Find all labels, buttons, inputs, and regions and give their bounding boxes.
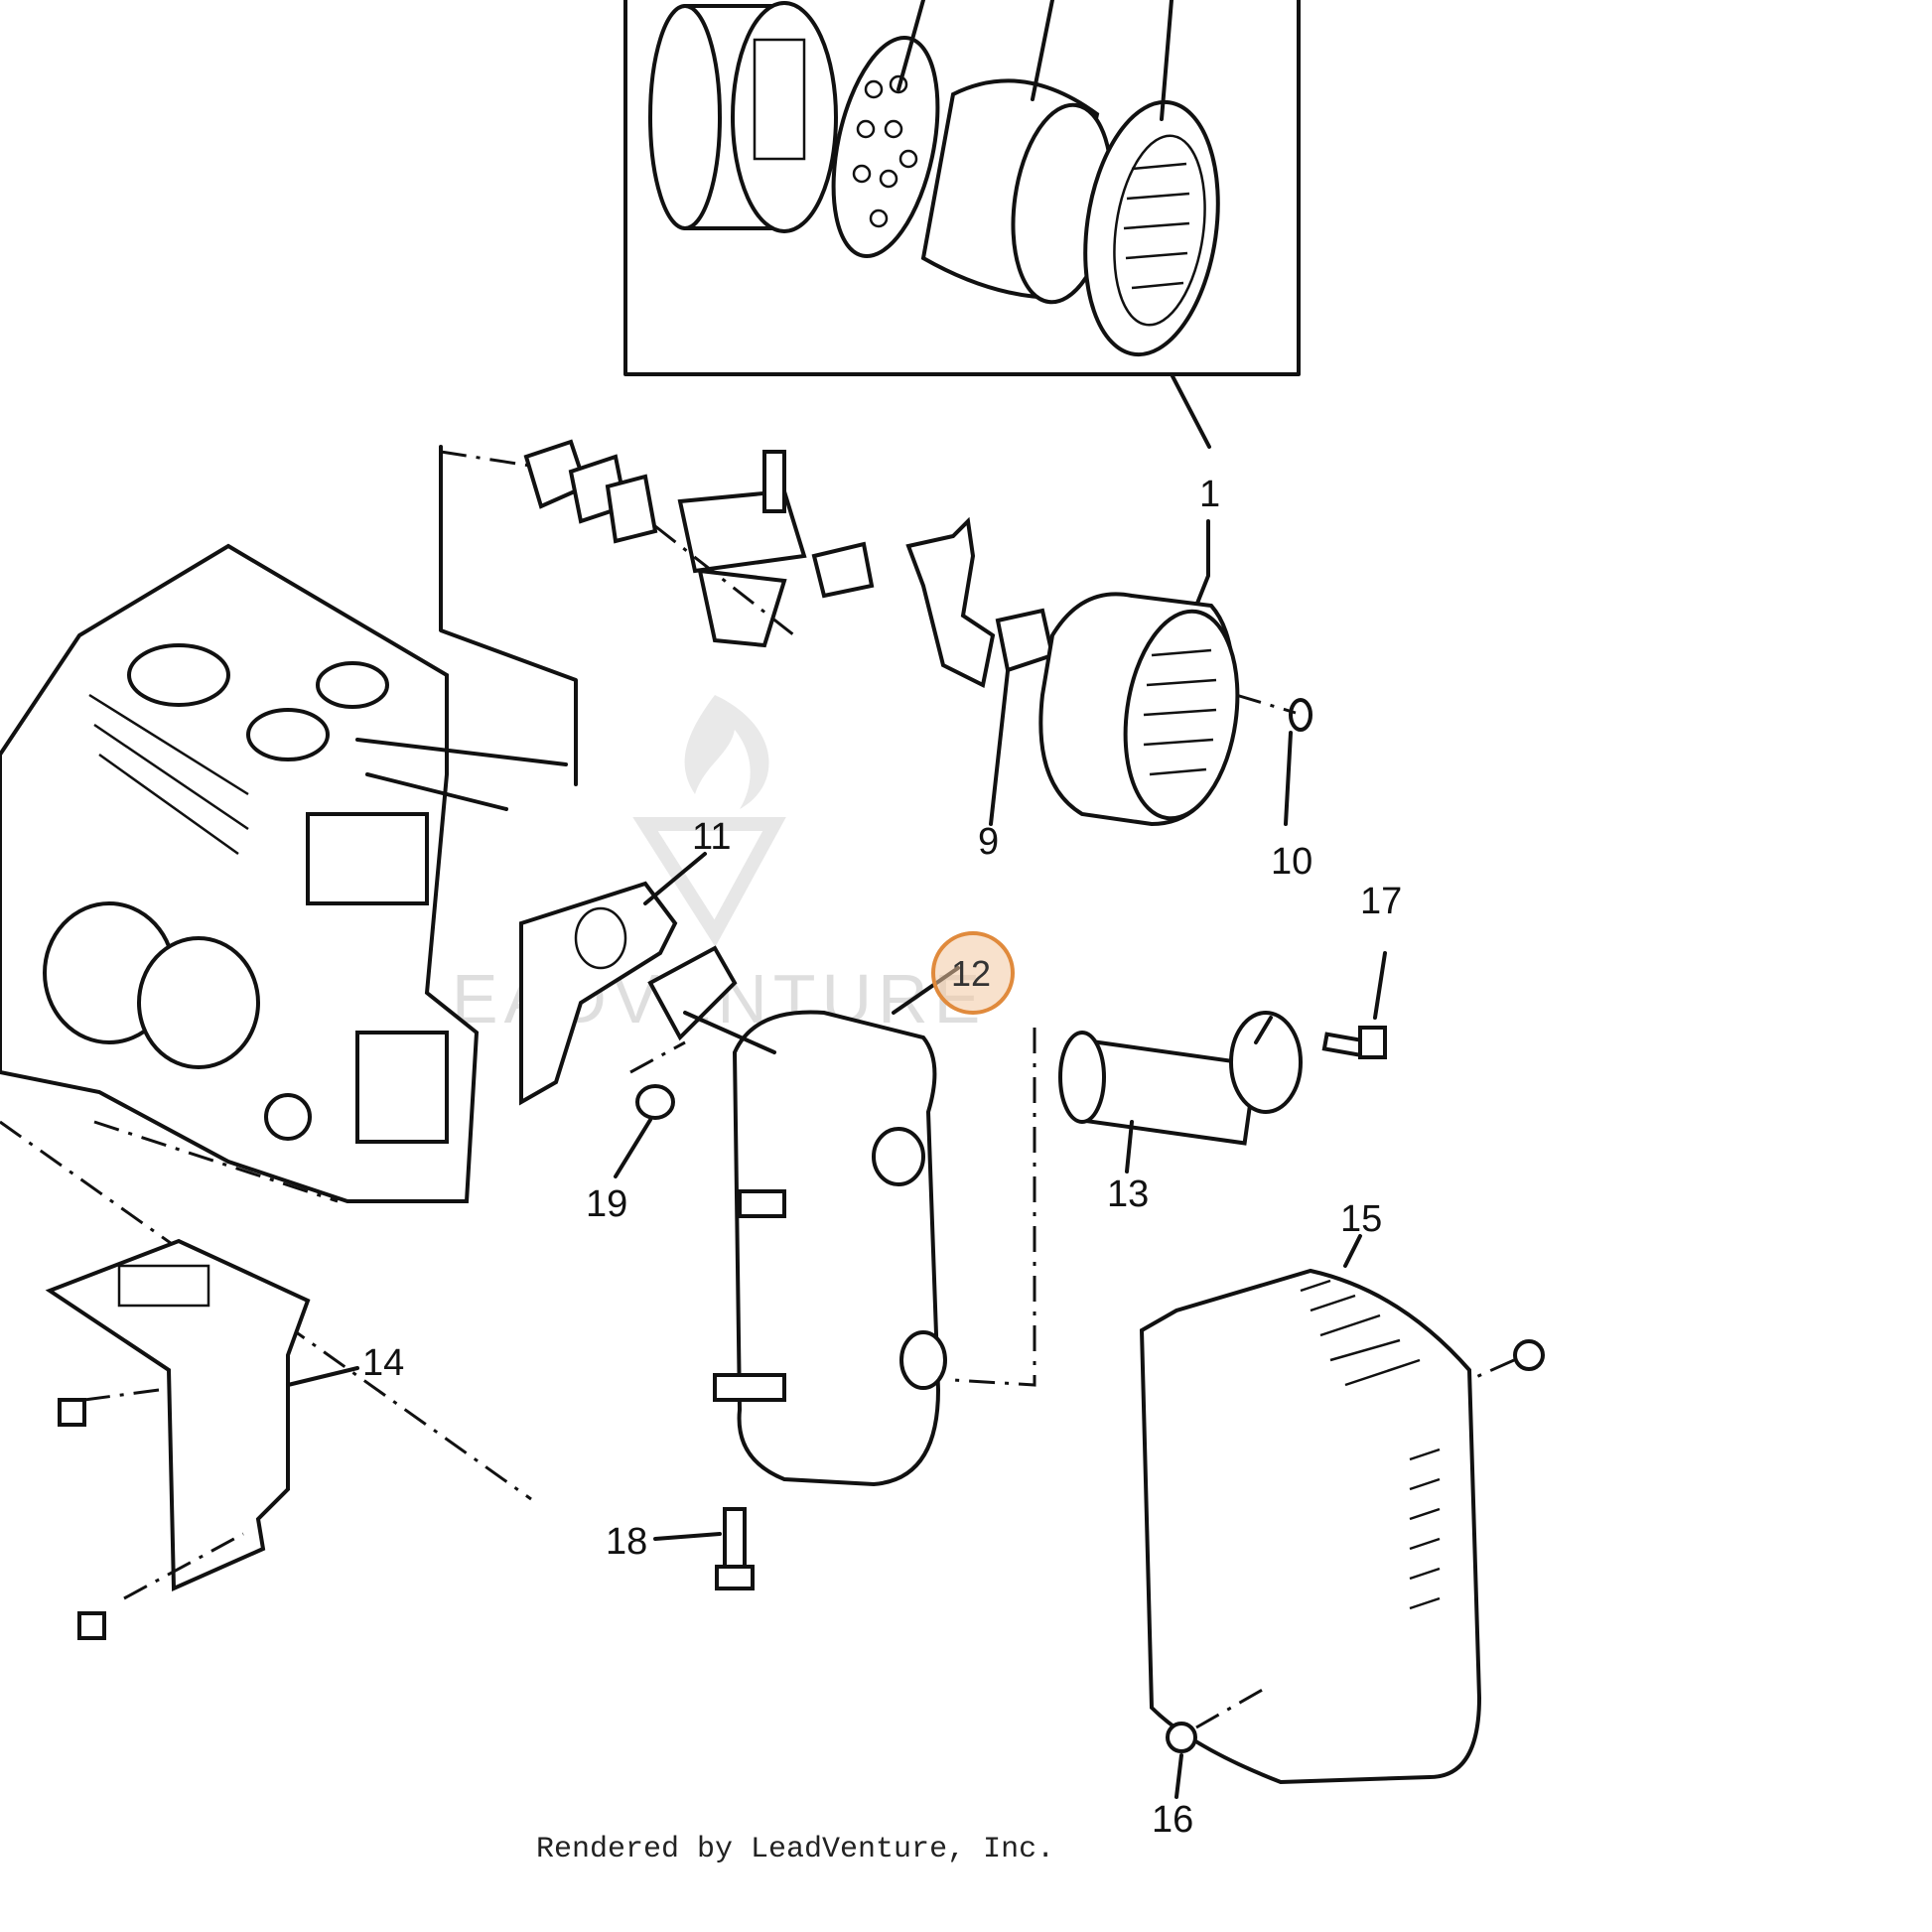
credit-text: Rendered by LeadVenture, Inc.: [536, 1833, 1054, 1866]
callout-17[interactable]: 17: [1360, 881, 1402, 922]
callout-16[interactable]: 16: [1152, 1799, 1193, 1841]
part-19-nut: [614, 1040, 686, 1178]
part-18-bolt: [653, 1507, 755, 1590]
callout-10[interactable]: 10: [1271, 841, 1312, 883]
air-cleaner-lower: [1038, 592, 1240, 827]
carburetor-assembly: [439, 439, 875, 786]
callout-11[interactable]: 11: [692, 816, 731, 858]
part-11-gasket: [519, 852, 707, 1106]
part-17-bolt: [1321, 951, 1387, 1059]
part-15-muffler-guard: [1139, 1234, 1515, 1785]
highlight-ring[interactable]: [931, 931, 1015, 1015]
callout-14[interactable]: 14: [362, 1342, 404, 1384]
part-14-heat-shield: [45, 1238, 359, 1640]
callout-15[interactable]: 15: [1340, 1198, 1382, 1240]
callout-19[interactable]: 19: [586, 1183, 627, 1225]
part-16-screw: [1166, 1339, 1545, 1799]
highlighted-callout-12[interactable]: 12: [931, 931, 1015, 1015]
perforated-plate: [831, 35, 940, 259]
part-12-muffler: [683, 966, 960, 1487]
callout-9[interactable]: 9: [978, 821, 999, 863]
part-13-tailpipe: [952, 1011, 1303, 1387]
air-cleaner-cup: [648, 1, 838, 233]
callout-12[interactable]: 12: [951, 953, 991, 994]
callout-18[interactable]: 18: [606, 1521, 647, 1563]
bracket: [905, 516, 1055, 688]
part-10-nut: [1235, 693, 1312, 826]
engine-block: [0, 543, 568, 1501]
callout-13[interactable]: 13: [1107, 1173, 1149, 1215]
exhaust-flange: [647, 945, 738, 1041]
callout-1[interactable]: 1: [1199, 474, 1220, 515]
air-cleaner-cover: [1083, 99, 1220, 357]
air-filter-inset: [623, 0, 1301, 449]
